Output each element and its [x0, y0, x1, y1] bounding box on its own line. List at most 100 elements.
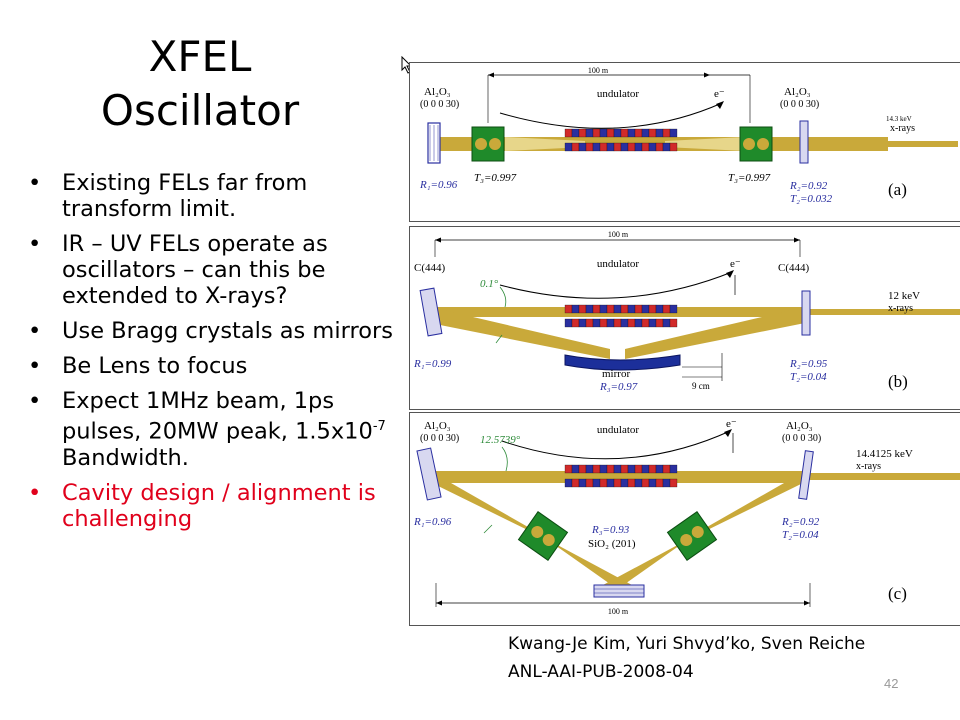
undulator-magnet — [620, 304, 629, 314]
undulator-magnet — [662, 304, 671, 314]
undulator-magnet — [599, 304, 608, 314]
undulator-magnet — [578, 464, 587, 474]
undulator-magnet — [585, 464, 594, 474]
undulator-magnet — [571, 464, 580, 474]
undulator-magnet — [641, 128, 650, 138]
undulator-magnets — [564, 464, 678, 488]
undulator-magnet — [599, 318, 608, 328]
bullet-item: •Use Bragg crystals as mirrors — [22, 318, 407, 344]
t3-left-label: T₃=0.997 — [474, 172, 517, 184]
undulator-magnet — [606, 464, 615, 474]
undulator-magnet — [613, 464, 622, 474]
undulator-magnet — [585, 478, 594, 488]
t2-label: T₂=0.04 — [782, 529, 819, 541]
undulator-magnet — [606, 478, 615, 488]
undulator-magnet — [634, 478, 643, 488]
mirror-label: mirror — [602, 368, 630, 380]
credit-authors: Kwang-Je Kim, Yuri Shvyd’ko, Sven Reiche — [508, 634, 866, 654]
bullet-dot-icon: • — [28, 170, 42, 196]
undulator-magnet — [578, 304, 587, 314]
panel-letter: (b) — [888, 372, 908, 391]
undulator-magnet — [564, 142, 573, 152]
electron-label: e⁻ — [726, 418, 737, 430]
crystal-left — [416, 447, 442, 501]
undulator-label: undulator — [597, 258, 639, 270]
energy-label: 12 keV — [888, 290, 920, 302]
undulator-magnet — [662, 318, 671, 328]
undulator-magnet — [564, 318, 573, 328]
undulator-magnet — [613, 304, 622, 314]
r2-label: R₂=0.92 — [781, 516, 820, 528]
panel-letter: (a) — [888, 180, 907, 199]
electron-label: e⁻ — [730, 258, 741, 270]
undulator-magnet — [641, 318, 650, 328]
t2-label: T₂=0.032 — [790, 193, 833, 205]
undulator-magnet — [585, 318, 594, 328]
undulator-magnet — [627, 128, 636, 138]
undulator-magnet — [592, 142, 601, 152]
undulator-magnet — [648, 318, 657, 328]
undulator-magnet — [578, 318, 587, 328]
diagram-panel-c: undulator e⁻ Al₂O₃ (0 0 0 30) Al₂O₃ (0 0… — [409, 412, 960, 626]
undulator-magnet — [641, 142, 650, 152]
crystal-right-index: (0 0 0 30) — [780, 99, 819, 110]
undulator-magnet — [578, 142, 587, 152]
undulator-magnet — [620, 142, 629, 152]
undulator-magnet — [564, 128, 573, 138]
undulator-magnet — [662, 464, 671, 474]
undulator-magnet — [606, 128, 615, 138]
diagram-panel-a: 100 m undulator e⁻ Al₂O₃ (0 0 0 30) Al₂O… — [409, 62, 960, 222]
crystal-left-index: (0 0 0 30) — [420, 433, 459, 444]
undulator-magnet — [627, 142, 636, 152]
credit-report: ANL-AAI-PUB-2008-04 — [508, 662, 694, 682]
undulator-magnet — [634, 142, 643, 152]
undulator-magnet — [606, 304, 615, 314]
bullet-item: • Be Lens to focus — [22, 353, 407, 379]
bullet-item-highlight: •Cavity design / alignment is challengin… — [22, 480, 407, 532]
crystal-left-index: (0 0 0 30) — [420, 99, 459, 110]
undulator-magnet — [641, 304, 650, 314]
undulator-magnet — [613, 128, 622, 138]
r2-label: R₂=0.92 — [789, 180, 828, 192]
undulator-magnet — [662, 142, 671, 152]
t3-right-label: T₃=0.997 — [728, 172, 771, 184]
undulator-magnet — [613, 318, 622, 328]
undulator-magnet — [620, 318, 629, 328]
undulator-magnet — [606, 142, 615, 152]
crystal-right-label: Al₂O₃ — [786, 420, 813, 432]
undulator-magnet — [669, 304, 678, 314]
bullet-text-tail: Bandwidth. — [62, 444, 189, 471]
undulator-magnet — [571, 304, 580, 314]
undulator-magnet — [599, 142, 608, 152]
undulator-magnet — [571, 142, 580, 152]
crystal-left — [419, 287, 443, 337]
bullet-dot-icon: • — [28, 353, 42, 379]
crystal-right — [799, 120, 809, 164]
undulator-magnet — [641, 464, 650, 474]
xrays-label: x-rays — [890, 123, 915, 134]
undulator-magnet — [592, 464, 601, 474]
undulator-magnet — [613, 478, 622, 488]
undulator-magnet — [669, 142, 678, 152]
undulator-magnet — [648, 128, 657, 138]
angle-label: 12.5739° — [480, 434, 521, 446]
bullet-text: Be Lens to focus — [62, 353, 248, 379]
r1-label: R₁=0.96 — [413, 516, 452, 528]
sio2-label: SiO₂ (201) — [588, 538, 636, 550]
title-line-1: XFEL — [148, 32, 252, 81]
undulator-magnet — [571, 128, 580, 138]
undulator-label: undulator — [597, 424, 639, 436]
bullet-text: Expect 1MHz beam, 1ps pulses, 20MW peak,… — [62, 388, 373, 445]
bullet-text: Use Bragg crystals as mirrors — [62, 318, 393, 344]
title-line-2: Oscillator — [100, 86, 300, 135]
bullet-dot-icon: • — [28, 388, 42, 414]
undulator-magnet — [634, 464, 643, 474]
undulator-magnet — [669, 464, 678, 474]
r3-label: R₃=0.93 — [591, 524, 630, 536]
crystal-left-label: Al₂O₃ — [424, 86, 451, 98]
undulator-magnet — [613, 142, 622, 152]
undulator-magnet — [662, 478, 671, 488]
bullet-dot-icon: • — [28, 479, 42, 506]
undulator-magnet — [641, 478, 650, 488]
undulator-magnet — [648, 142, 657, 152]
